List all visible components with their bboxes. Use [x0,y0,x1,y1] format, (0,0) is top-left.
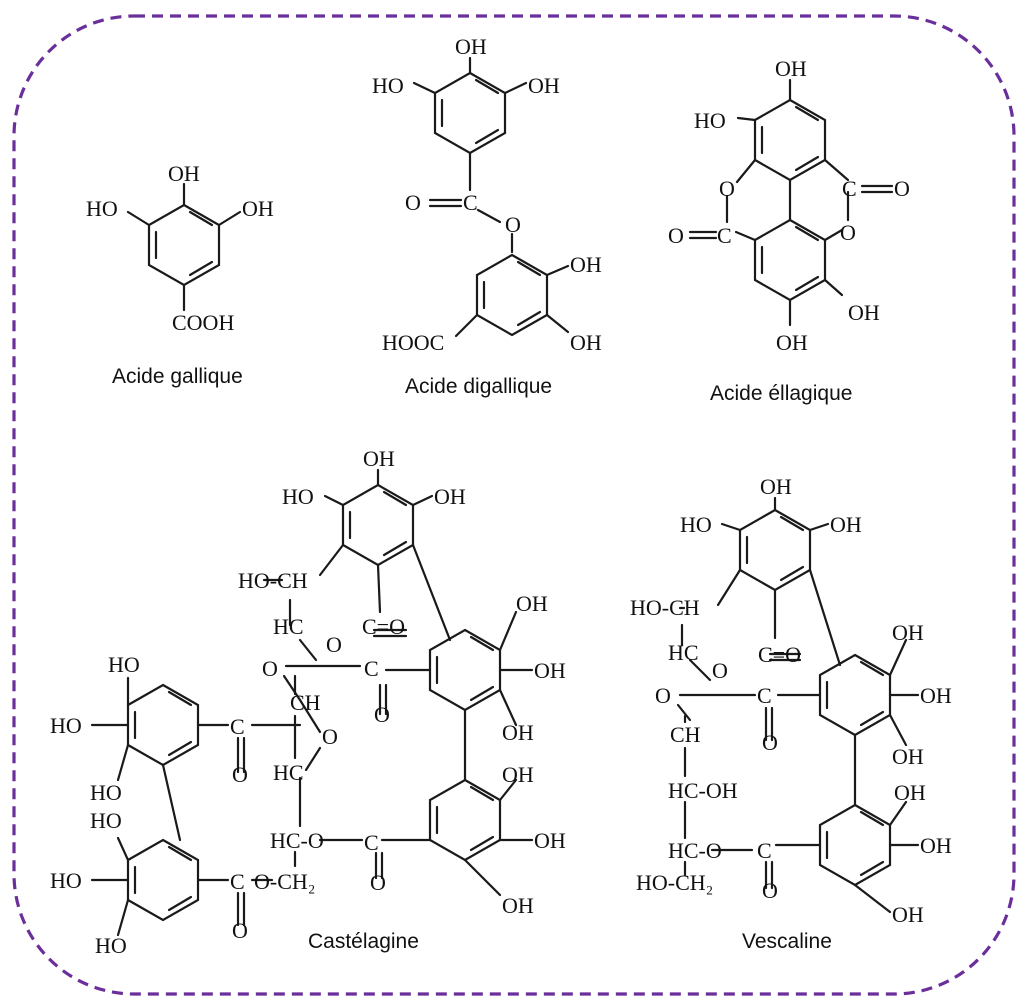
oh-label: OH [528,73,560,98]
o-label: O [712,658,728,683]
ho-ch-label: HO-CH [630,595,700,620]
ellagic-acid-structure: OH HO O C O O O C OH OH Acide éllagique [668,56,910,405]
oh-label: OH [830,512,862,537]
ho-ch2-label: HO-CH₂ [636,870,713,895]
c-label: C [757,838,772,863]
c-label: C [230,714,245,739]
ho-label: HO [90,808,122,833]
oh-label: OH [534,658,566,683]
oh-label: OH [920,683,952,708]
oh-label: OH [502,893,534,918]
ho-label: HO [282,484,314,509]
c-label: C [364,656,379,681]
c-label: C [842,176,857,201]
oh-label: OH [892,744,924,769]
oh-label: OH [168,161,200,186]
c-label: C [364,830,379,855]
o-label: O [232,762,248,787]
caption-ellagic-acid: Acide éllagique [710,382,852,405]
oh-label: OH [775,56,807,81]
o-label: O [232,918,248,943]
hc-label: HC [273,760,304,785]
oh-label: OH [920,833,952,858]
ho-label: HO [86,196,118,221]
caption-vescalin: Vescaline [742,930,832,953]
ho-label: HO [90,780,122,805]
o-label: O [762,878,778,903]
digallic-acid-structure: OH HO OH O C O OH OH HOOC Acide digalliq… [372,34,602,398]
oh-label: OH [516,591,548,616]
caption-digallic-acid: Acide digallique [405,375,552,398]
oh-label: OH [892,620,924,645]
o-label: O [326,632,342,657]
oh-label: OH [760,474,792,499]
ho-label: HO [694,108,726,133]
o-label: O [655,683,671,708]
o-label: O [668,223,684,248]
o-label: O [405,190,421,215]
oh-label: OH [534,828,566,853]
ch-label: CH [670,722,701,747]
oh-label: OH [363,446,395,471]
caption-castalagin: Castélagine [308,930,419,953]
o-label: O [322,724,338,749]
o-ch2-label: O-CH₂ [254,869,315,894]
oh-label: OH [242,196,274,221]
o-label: O [762,730,778,755]
c-double-o-label: C=O [362,614,405,639]
c-label: C [230,869,245,894]
hc-label: HC [668,640,699,665]
c-label: C [463,190,478,215]
caption-gallic-acid: Acide gallique [112,365,243,388]
o-label: O [894,176,910,201]
oh-label: OH [848,300,880,325]
c-label: C [717,223,732,248]
cooh-label: COOH [172,310,234,335]
c-label: C [757,683,772,708]
dashed-frame [12,14,1016,996]
oh-label: OH [502,762,534,787]
c-double-o-label: C=O [758,642,801,667]
hc-o-label: HC-O [270,828,324,853]
o-label: O [505,212,521,237]
o-label: O [370,870,386,895]
ho-label: HO [680,512,712,537]
vescalin-structure: OH HO OH HO-CH HC O C=O O C O CH HC-OH H… [630,474,952,953]
hc-o-label: HC-O [668,838,722,863]
oh-label: OH [570,330,602,355]
o-label: O [719,176,735,201]
oh-label: OH [776,330,808,355]
ho-label: HO [95,933,127,958]
ho-label: HO [50,713,82,738]
ho-label: HO [108,652,140,677]
oh-label: OH [434,484,466,509]
ho-label: HO [372,73,404,98]
o-label: O [840,220,856,245]
ho-ch-label: HO-CH [238,568,308,593]
gallic-acid-structure: OH HO OH COOH Acide gallique [86,161,274,388]
oh-label: OH [455,34,487,59]
ch-label: CH [290,690,321,715]
oh-label: OH [894,780,926,805]
o-label: O [374,702,390,727]
oh-label: OH [892,902,924,927]
hc-oh-label: HC-OH [668,778,738,803]
ho-label: HO [50,868,82,893]
hc-label: HC [273,614,304,639]
oh-label: OH [502,720,534,745]
o-label: O [262,656,278,681]
castalagin-structure: OH HO OH HO-CH HC O C=O O C CH O O HC HC… [50,446,566,958]
oh-label: OH [570,252,602,277]
hooc-label: HOOC [382,330,444,355]
